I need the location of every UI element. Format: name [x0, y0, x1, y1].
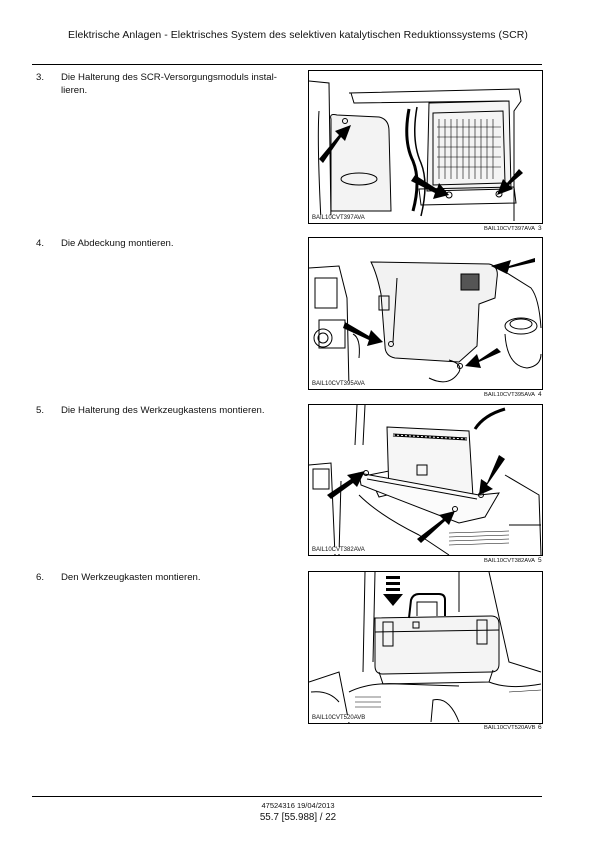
step-text: Den Werkzeugkasten montieren. [61, 572, 201, 583]
figure-caption-number: 3 [538, 225, 542, 232]
image-reference-label: BAIL10CVT395AVA [311, 381, 366, 388]
header-divider [32, 64, 542, 65]
step-text: Die Halterung des Werkzeugkastens montie… [61, 405, 265, 416]
step-text: Die Halterung des SCR-Versorgungsmoduls … [61, 72, 277, 96]
step-number: 5. [36, 405, 45, 416]
step-number: 4. [36, 238, 45, 249]
step-number: 6. [36, 572, 45, 583]
image-reference-label: BAIL10CVT520AVB [311, 715, 367, 722]
figure-scr-module-bracket: BAIL10CVT397AVA [308, 70, 543, 224]
figure-caption-label: BAIL10CVT382AVA [484, 558, 536, 564]
figure-cover: BAIL10CVT395AVA [308, 237, 543, 390]
toolbox-bracket-illustration [309, 405, 542, 555]
figure-toolbox: BAIL10CVT520AVB [308, 571, 543, 724]
figure-caption-number: 6 [538, 724, 542, 731]
step-number: 3. [36, 72, 45, 83]
scr-module-bracket-illustration [309, 80, 523, 222]
image-reference-label: BAIL10CVT382AVA [311, 547, 366, 554]
figure-toolbox-bracket: BAIL10CVT382AVA [308, 404, 543, 556]
figure-caption-number: 5 [538, 557, 542, 564]
cover-illustration [309, 258, 542, 389]
figure-caption-number: 4 [538, 391, 542, 398]
figure-caption-label: BAIL10CVT395AVA [484, 392, 536, 398]
figure-caption-label: BAIL10CVT397AVA [484, 226, 536, 232]
figure-caption-label: BAIL10CVT520AVB [484, 725, 536, 731]
page-number: 55.7 [55.988] / 22 [259, 812, 337, 823]
step-text: Die Abdeckung montieren. [61, 238, 174, 249]
toolbox-illustration [309, 572, 542, 723]
image-reference-label: BAIL10CVT397AVA [311, 215, 366, 222]
footer-divider [32, 796, 542, 797]
document-id: 47524316 19/04/2013 [261, 801, 335, 810]
page-title: Elektrische Anlagen - Elektrisches Syste… [68, 29, 528, 41]
